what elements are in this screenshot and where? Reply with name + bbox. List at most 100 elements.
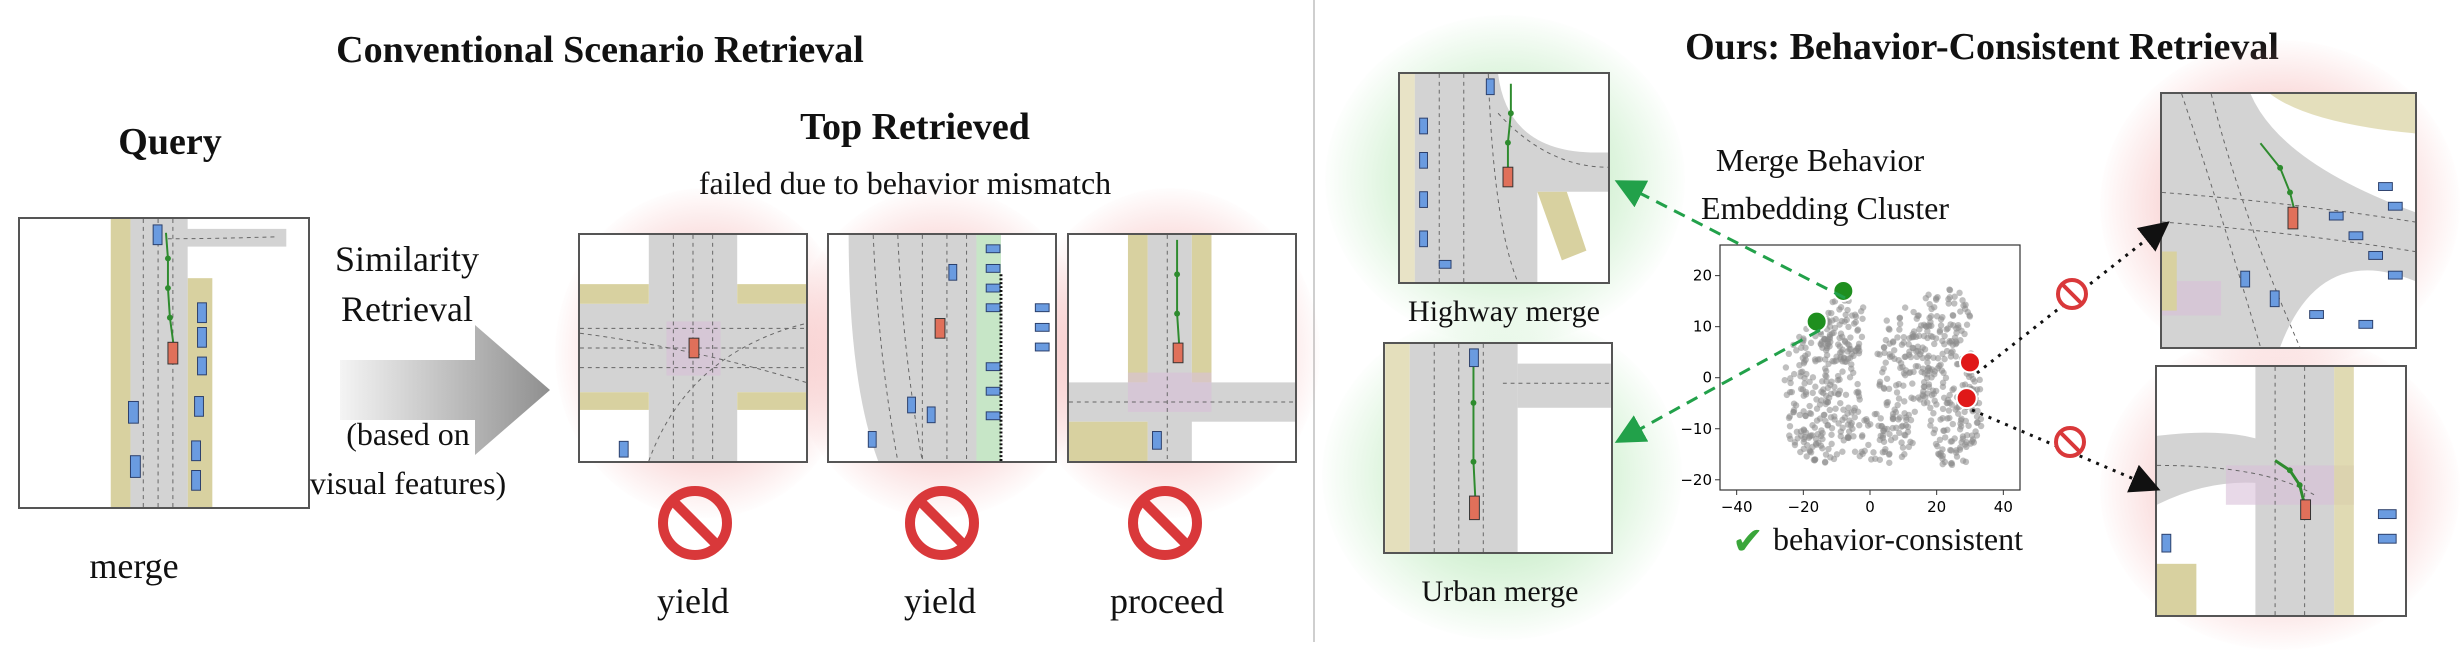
scatter-point bbox=[1880, 344, 1888, 351]
scatter-point bbox=[1910, 308, 1917, 316]
scatter-point bbox=[1901, 398, 1908, 405]
scatter-point bbox=[1881, 385, 1888, 392]
scatter-point bbox=[1822, 368, 1830, 375]
check-icon: ✔ bbox=[1732, 519, 1764, 563]
scatter-point bbox=[1818, 397, 1825, 404]
left-section-title: Conventional Scenario Retrieval bbox=[336, 29, 864, 71]
scatter-point bbox=[1930, 390, 1937, 398]
scatter-point bbox=[1941, 458, 1949, 466]
scatter-point bbox=[1881, 349, 1888, 357]
scatter-point bbox=[1889, 338, 1897, 345]
scatter-point bbox=[1845, 433, 1852, 440]
scatter-point bbox=[1961, 441, 1969, 448]
scatter-point bbox=[1786, 422, 1794, 430]
scatter-point bbox=[1787, 435, 1794, 443]
scatter-point bbox=[1872, 455, 1879, 462]
scatter-point bbox=[1896, 320, 1904, 328]
scatter-point bbox=[1900, 333, 1907, 341]
scatter-point bbox=[1943, 399, 1950, 407]
scatter-point bbox=[1948, 349, 1955, 357]
scatter-point bbox=[1965, 373, 1973, 381]
green-highlight-point bbox=[1805, 310, 1828, 333]
scatter-point bbox=[1836, 321, 1843, 328]
scatter-point bbox=[1813, 417, 1821, 424]
scatter-point bbox=[1969, 436, 1977, 443]
x-tick-label: −40 bbox=[1721, 498, 1753, 516]
scatter-point bbox=[1854, 380, 1861, 388]
scatter-point bbox=[1885, 385, 1893, 393]
scatter-point bbox=[1951, 300, 1958, 307]
scatter-point bbox=[1898, 439, 1905, 446]
scatter-point bbox=[1856, 421, 1863, 429]
scatter-point bbox=[1925, 365, 1933, 372]
scatter-point bbox=[1946, 391, 1953, 399]
scatter-point bbox=[1934, 355, 1942, 362]
scatter-point bbox=[1822, 417, 1829, 425]
retrieved-scene-2 bbox=[827, 233, 1057, 463]
top-retrieved-heading: Top Retrieved bbox=[800, 106, 1030, 148]
scatter-point bbox=[1785, 414, 1793, 422]
scatter-point bbox=[1837, 428, 1845, 435]
scatter-point bbox=[1898, 453, 1906, 461]
scatter-point bbox=[1939, 414, 1946, 422]
scatter-point bbox=[1932, 440, 1940, 448]
scatter-point bbox=[1927, 332, 1935, 340]
scatter-point bbox=[1876, 381, 1883, 388]
scatter-point bbox=[1870, 449, 1877, 456]
scatter-point bbox=[1787, 379, 1794, 387]
scatter-point bbox=[1819, 389, 1827, 397]
scatter-point bbox=[1859, 304, 1867, 311]
scatter-point bbox=[1939, 446, 1946, 453]
scatter-point bbox=[1927, 404, 1934, 412]
forbid-icon bbox=[2054, 426, 2086, 458]
scatter-point bbox=[1837, 399, 1844, 407]
scatter-point bbox=[1847, 345, 1854, 353]
scatter-point bbox=[1957, 308, 1964, 315]
scatter-point bbox=[1932, 335, 1940, 342]
scatter-point bbox=[1816, 356, 1824, 363]
scatter-point bbox=[1915, 394, 1922, 401]
scatter-point bbox=[1971, 378, 1978, 385]
scatter-point bbox=[1939, 379, 1947, 386]
scatter-point bbox=[1834, 372, 1842, 380]
scatter-point bbox=[1948, 401, 1955, 408]
scatter-point bbox=[1895, 380, 1903, 388]
scatter-point bbox=[1916, 326, 1923, 333]
scatter-point bbox=[1933, 313, 1941, 320]
x-tick-label: 20 bbox=[1927, 498, 1946, 516]
scatter-point bbox=[1946, 338, 1953, 345]
forbid-icon bbox=[658, 486, 732, 560]
scatter-point bbox=[1832, 405, 1839, 412]
scatter-point bbox=[1961, 408, 1968, 416]
scatter-point bbox=[1934, 293, 1941, 301]
scatter-point bbox=[1930, 409, 1937, 417]
scatter-point bbox=[1858, 333, 1866, 341]
scatter-point bbox=[1830, 455, 1838, 463]
urban-merge-label: Urban merge bbox=[1421, 575, 1579, 608]
scatter-point bbox=[1893, 424, 1900, 432]
scatter-point bbox=[1812, 332, 1819, 340]
scatter-point bbox=[1852, 313, 1860, 320]
scatter-point bbox=[1946, 294, 1953, 301]
scatter-point bbox=[1819, 445, 1826, 452]
scatter-point bbox=[1953, 453, 1961, 460]
scatter-point bbox=[1793, 428, 1801, 436]
y-tick-label: 10 bbox=[1693, 318, 1712, 336]
scatter-point bbox=[1880, 427, 1888, 435]
scatter-point bbox=[1962, 458, 1970, 466]
scatter-point bbox=[1834, 391, 1842, 398]
scatter-point bbox=[1893, 389, 1901, 396]
scatter-point bbox=[1961, 330, 1968, 338]
scatter-point bbox=[1833, 451, 1841, 458]
scatter-point bbox=[1948, 447, 1955, 454]
y-tick-label: −20 bbox=[1680, 471, 1712, 489]
scatter-point bbox=[1940, 427, 1947, 434]
scatter-point bbox=[1900, 339, 1907, 346]
scatter-point bbox=[1951, 293, 1958, 300]
highway-merge-label: Highway merge bbox=[1408, 295, 1600, 328]
query-heading: Query bbox=[118, 121, 222, 163]
forbid-icon bbox=[905, 486, 979, 560]
scatter-point bbox=[1800, 445, 1807, 453]
scatter-point bbox=[1947, 321, 1954, 328]
